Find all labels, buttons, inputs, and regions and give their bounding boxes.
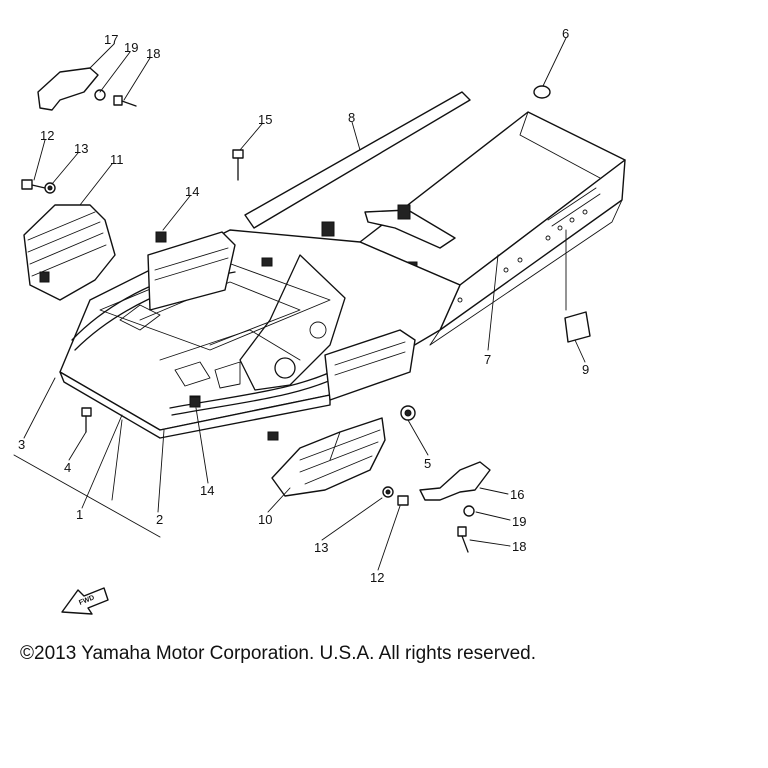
callout-16: 16: [510, 487, 524, 502]
callout-labels: 17 19 18 12 13 11 14 15 8 6 7 9 5 3 4 1 …: [18, 26, 589, 585]
callout-2: 2: [156, 512, 163, 527]
nut-lower: [189, 396, 201, 408]
bracket-upper: [37, 67, 99, 111]
plate: [564, 311, 591, 343]
callout-6: 6: [562, 26, 569, 41]
callout-4: 4: [64, 460, 71, 475]
bolt-washer-lower: [382, 486, 409, 506]
callout-19-lower: 19: [512, 514, 526, 529]
nut-upper: [155, 231, 167, 243]
side-cover-right: [271, 417, 386, 497]
washer-19-lower: [463, 505, 475, 517]
screw-18-lower: [457, 526, 469, 553]
washer-19-upper: [94, 89, 106, 101]
callout-12-lower: 12: [370, 570, 384, 585]
callout-19-upper: 19: [124, 40, 138, 55]
callout-10: 10: [258, 512, 272, 527]
callout-8: 8: [348, 110, 355, 125]
frame-assembly: [59, 111, 626, 441]
screw-18-upper: [113, 95, 137, 107]
callout-13-lower: 13: [314, 540, 328, 555]
bolt-washer-upper: [21, 179, 56, 194]
callout-1: 1: [76, 507, 83, 522]
callout-13-upper: 13: [74, 141, 88, 156]
callout-15: 15: [258, 112, 272, 127]
callout-14-lower: 14: [200, 483, 214, 498]
callout-5: 5: [424, 456, 431, 471]
copyright-notice: ©2013 Yamaha Motor Corporation. U.S.A. A…: [20, 643, 536, 664]
callout-11: 11: [110, 152, 124, 167]
callout-3: 3: [18, 437, 25, 452]
callout-9: 9: [582, 362, 589, 377]
bracket-lower: [419, 461, 491, 501]
bolt-4: [81, 407, 92, 433]
callout-7: 7: [484, 352, 491, 367]
forward-arrow-icon: FWD: [61, 587, 109, 615]
callout-18-lower: 18: [512, 539, 526, 554]
bolt-15: [232, 149, 244, 181]
callout-18-upper: 18: [146, 46, 160, 61]
callout-12-upper: 12: [40, 128, 54, 143]
leader-lines: [13, 37, 586, 571]
callout-14-upper: 14: [185, 184, 199, 199]
cap: [533, 85, 551, 99]
rail-strip: [244, 91, 471, 229]
side-cover-left: [23, 204, 116, 301]
callout-17: 17: [104, 32, 118, 47]
